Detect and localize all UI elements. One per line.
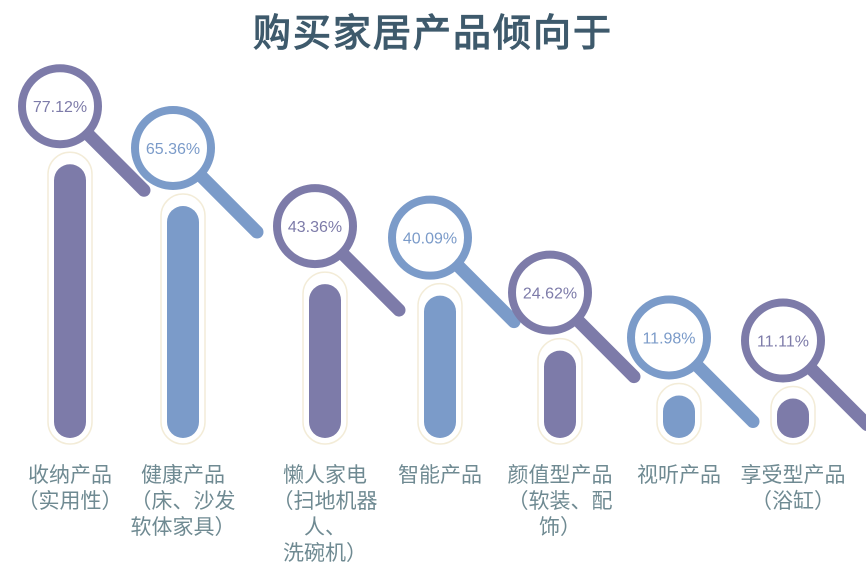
data-label: 65.36% xyxy=(146,141,200,158)
bar xyxy=(544,350,576,438)
category-label-line: 洗碗机） xyxy=(283,541,367,565)
magnifier-icon xyxy=(273,184,357,269)
category-label-line: （床、沙发 xyxy=(130,489,236,513)
magnifier-handle xyxy=(803,361,866,431)
category-label-line: 视听产品 xyxy=(637,463,721,487)
category-label-line: 健康产品 xyxy=(141,463,225,487)
bar-outline xyxy=(417,282,463,445)
bar-outline xyxy=(47,151,93,445)
bar xyxy=(663,395,695,438)
bar xyxy=(54,164,86,438)
magnifier-icon xyxy=(508,250,592,335)
data-label: 11.11% xyxy=(757,334,809,351)
bar-outline xyxy=(302,271,348,445)
category-label: 健康产品（床、沙发软体家具） xyxy=(118,462,248,540)
category-label-line: 享受型产品 xyxy=(740,463,846,487)
category-label-line: （扫地机器人、 xyxy=(272,489,378,539)
magnifier-handle xyxy=(193,168,264,239)
category-label: 智能产品 xyxy=(375,462,505,488)
data-label: 24.62% xyxy=(523,286,577,303)
category-label-line: 软体家具） xyxy=(130,515,236,539)
category-label-line: （实用性） xyxy=(17,489,123,513)
magnifier-icon xyxy=(18,64,102,149)
chart-title: 购买家居产品倾向于 xyxy=(252,11,613,55)
bar-outline xyxy=(770,385,816,445)
magnifier-icon xyxy=(741,298,825,383)
category-label-line: （软装、配饰） xyxy=(507,489,613,539)
bar xyxy=(424,295,456,438)
magnifier-icon xyxy=(388,195,472,280)
category-label-line: 收纳产品 xyxy=(28,463,112,487)
bar-outline xyxy=(160,193,206,445)
data-label: 43.36% xyxy=(288,219,342,236)
category-label: 懒人家电（扫地机器人、洗碗机） xyxy=(260,462,390,566)
data-label: 11.98% xyxy=(642,330,695,347)
category-label-line: 懒人家电 xyxy=(283,463,367,487)
category-label: 享受型产品（浴缸） xyxy=(728,462,858,514)
bar-outline xyxy=(537,337,583,445)
bar xyxy=(777,398,809,438)
category-label-line: 颜值型产品 xyxy=(507,463,613,487)
magnifier-handle xyxy=(80,127,151,197)
data-label: 77.12% xyxy=(33,99,87,116)
category-label-line: 智能产品 xyxy=(398,463,482,487)
bar-outline xyxy=(656,382,702,445)
category-label-line: （浴缸） xyxy=(751,489,835,513)
magnifier-handle xyxy=(689,358,760,428)
category-label: 视听产品 xyxy=(614,462,744,488)
magnifier-handle xyxy=(570,313,641,384)
bar xyxy=(167,205,199,438)
category-label: 颜值型产品（软装、配饰） xyxy=(495,462,625,540)
magnifier-icon xyxy=(131,105,215,190)
data-label: 40.09% xyxy=(403,231,457,248)
category-label: 收纳产品（实用性） xyxy=(5,462,135,514)
magnifier-handle xyxy=(450,258,521,329)
magnifier-handle xyxy=(335,246,406,317)
bar xyxy=(309,284,341,438)
magnifier-icon xyxy=(627,295,711,380)
